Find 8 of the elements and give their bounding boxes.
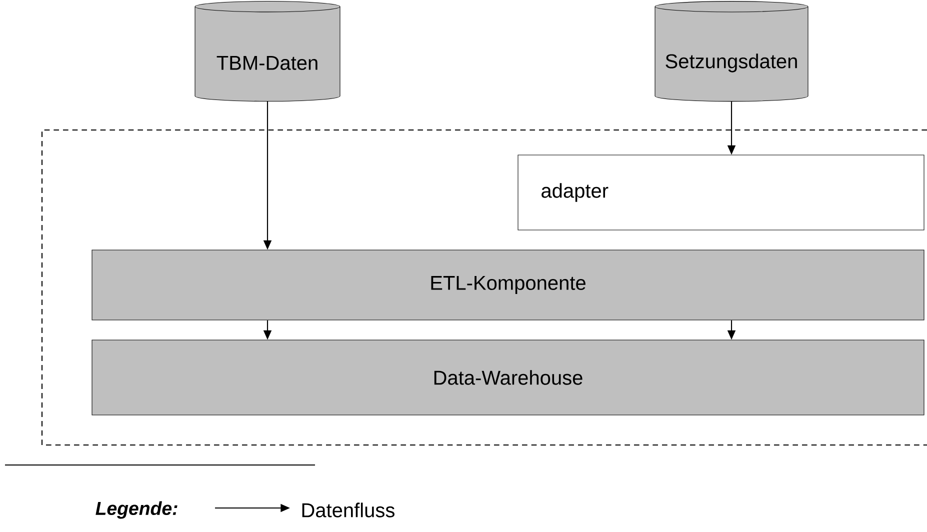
process-box: ETL-Komponente xyxy=(92,250,924,320)
legend-text: Datenfluss xyxy=(302,502,394,518)
dashed-frame xyxy=(41,129,927,446)
legend-heading: Legende: xyxy=(96,501,178,519)
process-box: adapter xyxy=(518,154,924,230)
database-cylinder: Setzungsdaten xyxy=(654,1,808,102)
process-box: Data-Warehouse xyxy=(92,340,924,416)
database-cylinder: TBM-Daten xyxy=(194,1,340,102)
